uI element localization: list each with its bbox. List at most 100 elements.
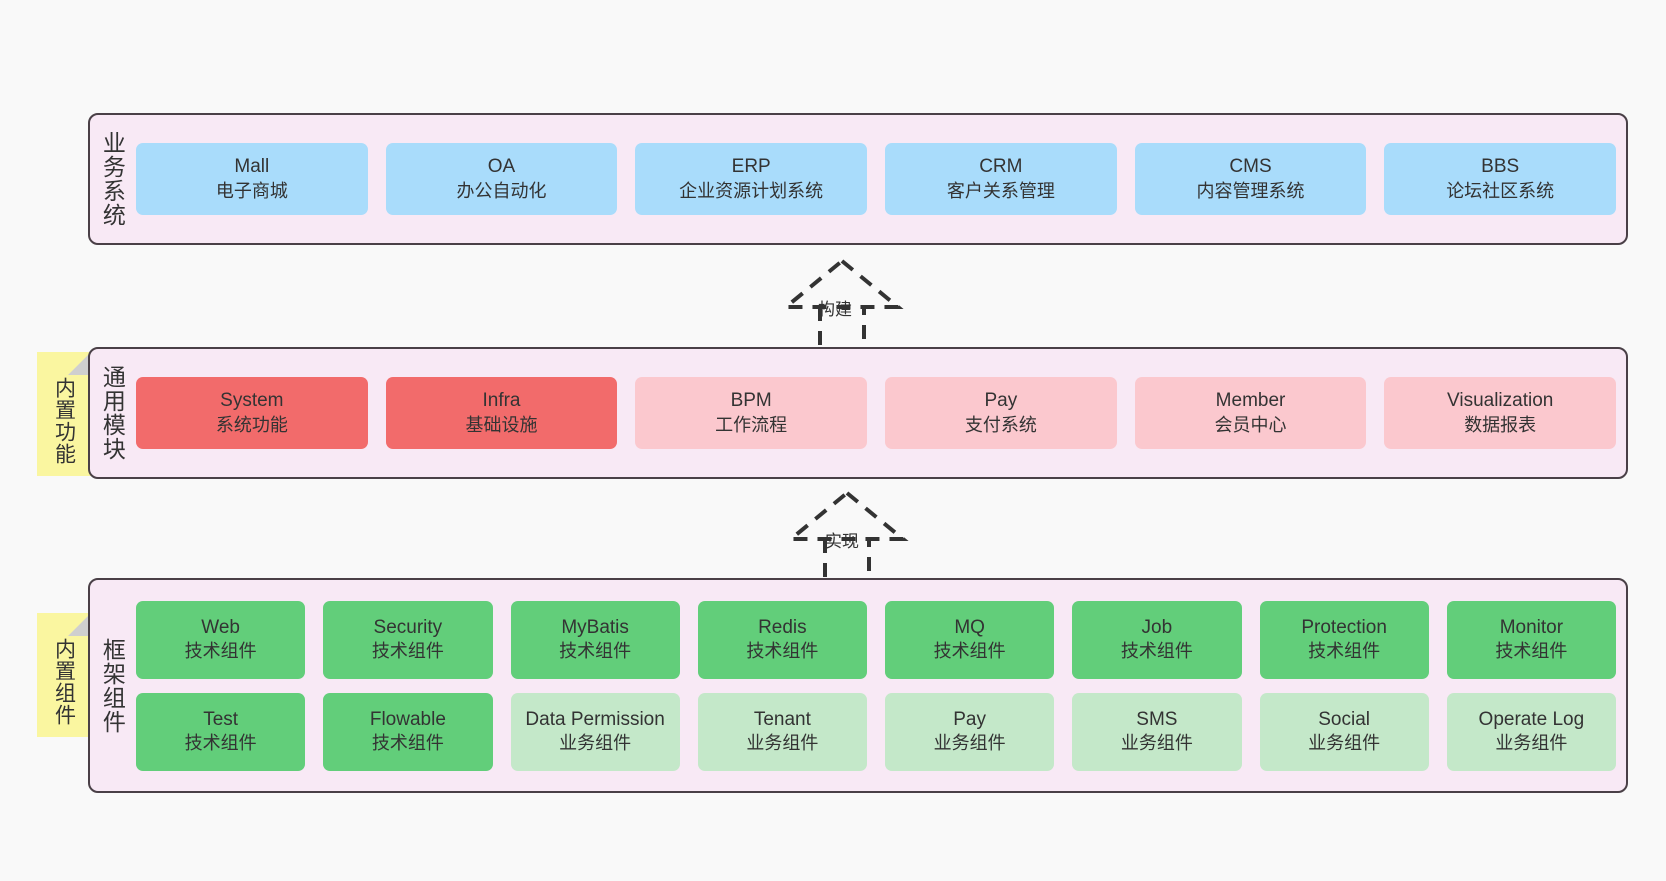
card-subtitle: 内容管理系统 [1196,180,1305,201]
card-bpm[interactable]: BPM 工作流程 [635,377,868,449]
card-monitor[interactable]: Monitor 技术组件 [1446,600,1616,679]
layer-title-business-system: 业务系统 [99,131,126,227]
card-erp[interactable]: ERP 企业资源计划系统 [635,143,868,215]
card-title: MQ [954,616,985,638]
layer-business-system: 业务系统 Mall 电子商城 OA 办公自动化 ERP 企业资源计划系统 CRM [88,113,1628,245]
card-title: CRM [979,156,1023,178]
card-row: System 系统功能 Infra 基础设施 BPM 工作流程 Pay 支付系统… [136,377,1617,449]
card-title: Mall [234,156,270,178]
card-title: BPM [730,390,772,412]
card-subtitle: 技术组件 [371,641,444,662]
card-subtitle: 技术组件 [933,641,1006,662]
card-title: Flowable [369,708,446,730]
card-security[interactable]: Security 技术组件 [323,600,493,679]
card-subtitle: 技术组件 [1495,641,1568,662]
card-oa[interactable]: OA 办公自动化 [385,143,618,215]
card-mall[interactable]: Mall 电子商城 [136,143,368,215]
card-subtitle: 技术组件 [746,641,819,662]
card-subtitle: 工作流程 [715,414,788,435]
layer-title-common-module: 通用模块 [99,365,126,461]
card-protection[interactable]: Protection 技术组件 [1259,600,1429,679]
card-subtitle: 办公自动化 [456,180,547,201]
card-social[interactable]: Social 业务组件 [1259,692,1429,771]
card-sms[interactable]: SMS 业务组件 [1072,692,1242,771]
card-title: MyBatis [561,616,629,638]
card-bbs[interactable]: BBS 论坛社区系统 [1384,143,1617,215]
card-title: CMS [1229,156,1272,178]
card-web[interactable]: Web 技术组件 [136,600,306,679]
card-title: Operate Log [1478,708,1585,730]
layer-title-framework-component: 框架组件 [99,637,126,734]
card-title: Pay [984,390,1018,412]
layer-framework-component: 框架组件 Web 技术组件 Security 技术组件 MyBatis 技术组件… [88,578,1628,793]
arrow-label-realize: 实现 [825,532,859,551]
card-subtitle: 客户关系管理 [946,180,1055,201]
layer-common-module: 通用模块 System 系统功能 Infra 基础设施 BPM 工作流程 Pay [88,347,1628,479]
generalization-arrow-build: 构建 [762,255,922,351]
card-title: Infra [482,390,521,412]
card-title: OA [487,156,516,178]
card-member[interactable]: Member 会员中心 [1134,377,1367,449]
card-title: Redis [758,616,807,638]
card-title: Member [1215,390,1286,412]
card-subtitle: 技术组件 [184,733,257,754]
card-operate-log[interactable]: Operate Log 业务组件 [1446,692,1616,771]
card-title: Test [203,708,239,730]
card-subtitle: 论坛社区系统 [1446,180,1555,201]
layer-framework-cards: Web 技术组件 Security 技术组件 MyBatis 技术组件 Redi… [134,580,1626,791]
card-subtitle: 技术组件 [1120,641,1193,662]
card-title: Job [1141,616,1173,638]
card-infra[interactable]: Infra 基础设施 [385,377,618,449]
card-title: Social [1318,708,1370,730]
card-title: System [220,390,284,412]
card-subtitle: 支付系统 [964,414,1037,435]
card-pay-component[interactable]: Pay 业务组件 [885,692,1055,771]
card-subtitle: 业务组件 [933,733,1006,754]
layer-business-cards: Mall 电子商城 OA 办公自动化 ERP 企业资源计划系统 CRM 客户关系… [134,115,1626,243]
card-redis[interactable]: Redis 技术组件 [697,600,867,679]
card-cms[interactable]: CMS 内容管理系统 [1134,143,1367,215]
card-subtitle: 技术组件 [559,641,632,662]
dashed-hollow-arrow-icon [785,490,909,583]
card-flowable[interactable]: Flowable 技术组件 [323,692,493,771]
card-subtitle: 业务组件 [559,733,632,754]
card-subtitle: 业务组件 [1120,733,1193,754]
card-title: Protection [1301,616,1387,638]
card-title: Tenant [753,708,811,730]
card-data-permission[interactable]: Data Permission 业务组件 [510,692,680,771]
card-test[interactable]: Test 技术组件 [136,692,306,771]
card-subtitle: 技术组件 [371,733,444,754]
card-title: BBS [1481,156,1520,178]
card-row: Mall 电子商城 OA 办公自动化 ERP 企业资源计划系统 CRM 客户关系… [136,143,1617,215]
card-title: Visualization [1447,390,1554,412]
card-job[interactable]: Job 技术组件 [1072,600,1242,679]
note-builtin-function: 内置功能 [37,352,91,476]
card-system[interactable]: System 系统功能 [136,377,368,449]
card-mq[interactable]: MQ 技术组件 [885,600,1055,679]
card-tenant[interactable]: Tenant 业务组件 [697,692,867,771]
card-title: Web [201,616,240,638]
card-subtitle: 技术组件 [184,641,257,662]
card-pay-module[interactable]: Pay 支付系统 [885,377,1117,449]
note-builtin-component: 内置组件 [37,613,91,737]
card-row: Test 技术组件 Flowable 技术组件 Data Permission … [136,692,1616,771]
card-subtitle: 业务组件 [746,733,819,754]
card-subtitle: 系统功能 [215,414,288,435]
card-visualization[interactable]: Visualization 数据报表 [1384,377,1617,449]
card-subtitle: 会员中心 [1214,414,1287,435]
card-title: ERP [731,156,771,178]
card-title: Security [373,616,443,638]
generalization-arrow-realize: 实现 [775,487,935,583]
card-row: Web 技术组件 Security 技术组件 MyBatis 技术组件 Redi… [136,600,1616,679]
card-title: Data Permission [525,708,665,730]
card-subtitle: 基础设施 [465,414,538,435]
arrow-label-build: 构建 [818,300,852,319]
card-subtitle: 技术组件 [1308,641,1381,662]
card-title: SMS [1136,708,1178,730]
card-subtitle: 企业资源计划系统 [679,180,824,201]
card-crm[interactable]: CRM 客户关系管理 [885,143,1117,215]
card-title: Pay [953,708,986,730]
card-mybatis[interactable]: MyBatis 技术组件 [510,600,680,679]
dashed-hollow-arrow-icon [780,258,904,351]
